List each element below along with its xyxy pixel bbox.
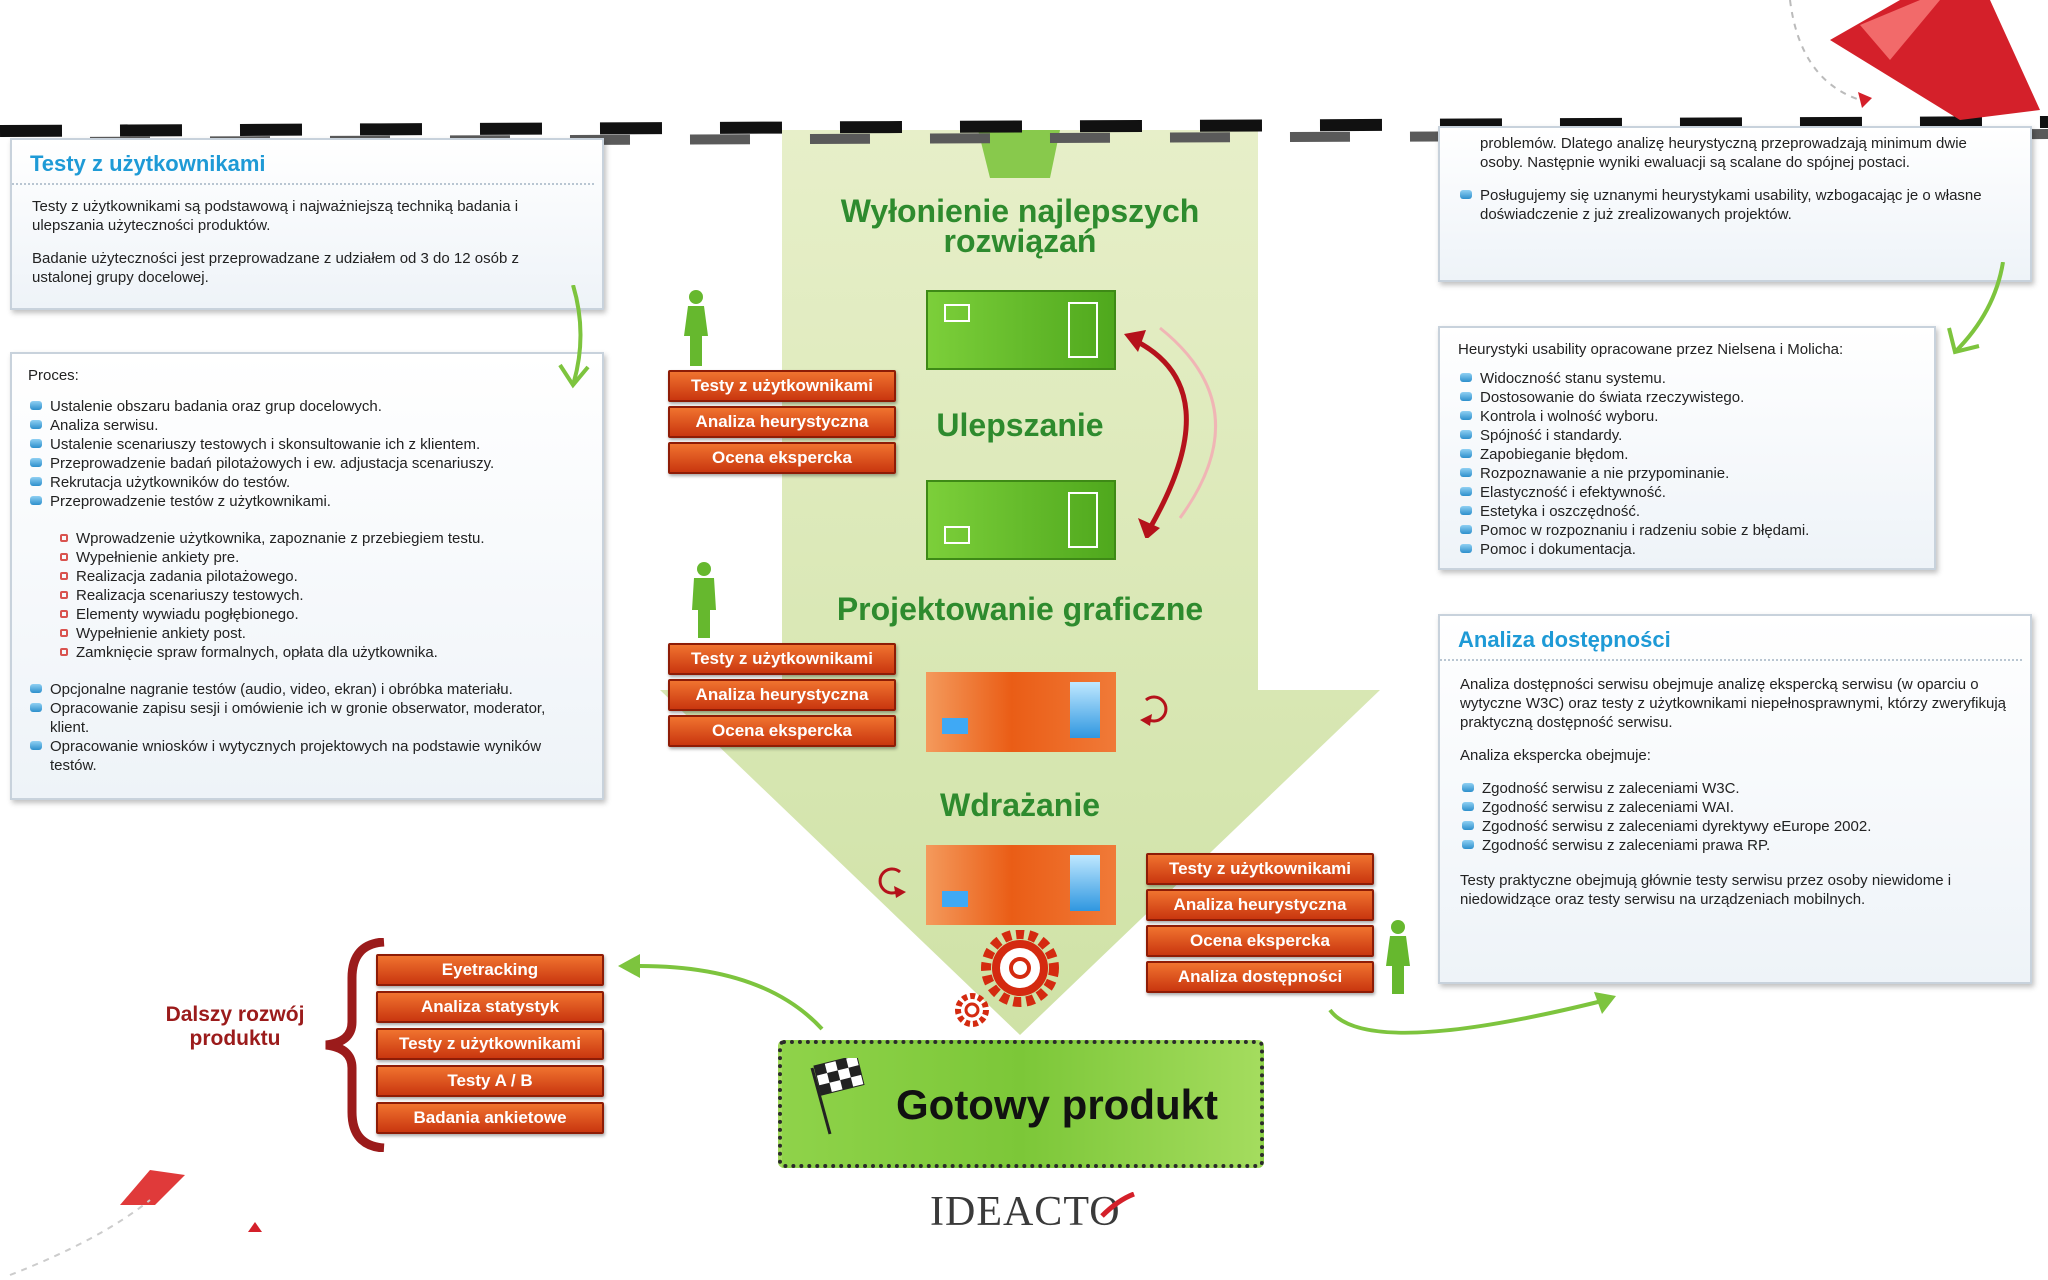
method-button[interactable]: Testy z użytkownikami [668,370,896,402]
arrow-right-icon [1328,992,1616,1035]
further-button[interactable]: Eyetracking [376,954,604,986]
list-item: Zamknięcie spraw formalnych, opłata dla … [58,643,586,662]
list-item: Zapobieganie błędom. [1458,445,1916,464]
process-steps-list-2: Opcjonalne nagranie testów (audio, video… [28,680,568,775]
panel-paragraph: Analiza ekspercka obejmuje: [1460,747,1651,764]
stage-improving: Ulepszanie [936,407,1104,443]
further-development-label: Dalszy rozwój produktu [165,1003,305,1050]
method-button[interactable]: Ocena ekspercka [668,442,896,474]
method-button[interactable]: Testy z użytkownikami [668,643,896,675]
brace-icon [325,938,385,1152]
list-item: Opracowanie wniosków i wytycznych projek… [28,737,568,775]
stage-deployment: Wdrażanie [939,787,1101,823]
heuristics-list: Widoczność stanu systemu. Dostosowanie d… [1458,369,1916,559]
list-item: Elastyczność i efektywność. [1458,483,1916,502]
further-button[interactable]: Analiza statystyk [376,991,604,1023]
list-item: Rozpoznawanie a nie przypominanie. [1458,464,1916,483]
further-button[interactable]: Testy z użytkownikami [376,1028,604,1060]
list-item: Wypełnienie ankiety pre. [58,548,586,567]
stage-graphic-design: Projektowanie graficzne [836,591,1204,627]
panel-title: Testy z użytkownikami [12,140,594,185]
list-item: Wprowadzenie użytkownika, zapoznanie z p… [58,529,586,548]
accessibility-list: Zgodność serwisu z zaleceniami W3C. Zgod… [1460,779,2010,855]
panel-paragraph: problemów. Dlatego analizę heurystyczną … [1480,135,1967,171]
panel-paragraph: Badanie użyteczności jest przeprowadzane… [32,250,519,286]
method-button[interactable]: Ocena ekspercka [1146,925,1374,957]
process-panel: Proces: Ustalenie obszaru badania oraz g… [10,352,604,800]
list-item: Opcjonalne nagranie testów (audio, video… [28,680,568,699]
panel-title: Analiza dostępności [1440,616,2022,661]
list-item: Zgodność serwisu z zaleceniami dyrektywy… [1460,817,2010,836]
list-item: Ustalenie obszaru badania oraz grup doce… [28,397,586,416]
further-button[interactable]: Badania ankietowe [376,1102,604,1134]
panel-paragraph: Analiza dostępności serwisu obejmuje ana… [1460,676,2006,731]
method-button[interactable]: Analiza heurystyczna [668,406,896,438]
list-item: Posługujemy się uznanymi heurystykami us… [1458,186,2012,224]
final-product-box: Gotowy produkt [778,1040,1264,1168]
list-item: Dostosowanie do świata rzeczywistego. [1458,388,1916,407]
list-item: Pomoc i dokumentacja. [1458,540,1916,559]
heuristics-heading: Heurystyki usability opracowane przez Ni… [1458,341,1844,358]
process-substeps-list: Wprowadzenie użytkownika, zapoznanie z p… [28,529,586,662]
logo-text: IDEACTO [930,1189,1121,1235]
checkered-flag-icon [810,1058,865,1135]
list-item: Wypełnienie ankiety post. [58,624,586,643]
list-item: Ustalenie scenariuszy testowych i skonsu… [28,435,586,454]
info-list: Posługujemy się uznanymi heurystykami us… [1458,186,2012,224]
accessibility-panel: Analiza dostępności Analiza dostępności … [1438,614,2032,984]
list-item: Przeprowadzenie badań pilotażowych i ew.… [28,454,586,473]
method-button[interactable]: Analiza dostępności [1146,961,1374,993]
list-item: Elementy wywiadu pogłębionego. [58,605,586,624]
refresh-icon [1140,695,1168,726]
list-item: Widoczność stanu systemu. [1458,369,1916,388]
dashed-divider [0,116,2048,147]
wireframe-mockup [926,290,1116,370]
list-item: Estetyka i oszczędność. [1458,502,1916,521]
arrow-down-icon [1947,262,2005,355]
heuristic-info-panel: problemów. Dlatego analizę heurystyczną … [1438,126,2032,282]
gear-icon [955,993,989,1027]
list-item: Opracowanie zapisu sesji i omówienie ich… [28,699,568,737]
design-mockup [926,672,1116,752]
further-button[interactable]: Testy A / B [376,1065,604,1097]
list-item: Zgodność serwisu z zaleceniami W3C. [1460,779,2010,798]
process-steps-list: Ustalenie obszaru badania oraz grup doce… [28,397,586,511]
list-item: Zgodność serwisu z zaleceniami WAI. [1460,798,2010,817]
iteration-arrow-icon [1124,326,1218,538]
list-item: Rekrutacja użytkowników do testów. [28,473,586,492]
method-button[interactable]: Testy z użytkownikami [1146,853,1374,885]
final-product-label: Gotowy produkt [896,1081,1218,1128]
logo-swoosh-icon [1100,1192,1135,1218]
list-item: Przeprowadzenie testów z użytkownikami. [28,492,586,511]
stage-best-solutions: Wyłonienie najlepszych rozwiązań [840,193,1200,259]
panel-paragraph: Testy z użytkownikami są podstawową i na… [32,198,519,234]
person-icon [1386,920,1410,994]
list-item: Zgodność serwisu z zaleceniami prawa RP. [1460,836,2010,855]
list-item: Realizacja zadania pilotażowego. [58,567,586,586]
panel-paragraph: Testy praktyczne obejmują głównie testy … [1460,872,1952,908]
arrow-left-icon [618,954,824,1031]
heuristics-panel: Heurystyki usability opracowane przez Ni… [1438,326,1936,570]
ideacto-logo: IDEACTO [930,1188,1135,1236]
person-icon [684,290,708,366]
list-item: Realizacja scenariuszy testowych. [58,586,586,605]
person-icon [692,562,716,638]
method-button[interactable]: Analiza heurystyczna [1146,889,1374,921]
corner-decoration-bottom [9,1170,262,1276]
wireframe-mockup [926,480,1116,560]
method-button[interactable]: Analiza heurystyczna [668,679,896,711]
list-item: Analiza serwisu. [28,416,586,435]
method-button[interactable]: Ocena ekspercka [668,715,896,747]
arrow-down-icon [558,285,590,389]
list-item: Kontrola i wolność wyboru. [1458,407,1916,426]
refresh-icon [878,867,906,898]
design-mockup [926,845,1116,925]
list-item: Pomoc w rozpoznaniu i radzeniu sobie z b… [1458,521,1916,540]
user-testing-panel: Testy z użytkownikami Testy z użytkownik… [10,138,604,310]
process-heading: Proces: [28,367,79,384]
gear-icon [981,930,1059,1007]
corner-decoration [1789,0,2040,120]
list-item: Spójność i standardy. [1458,426,1916,445]
